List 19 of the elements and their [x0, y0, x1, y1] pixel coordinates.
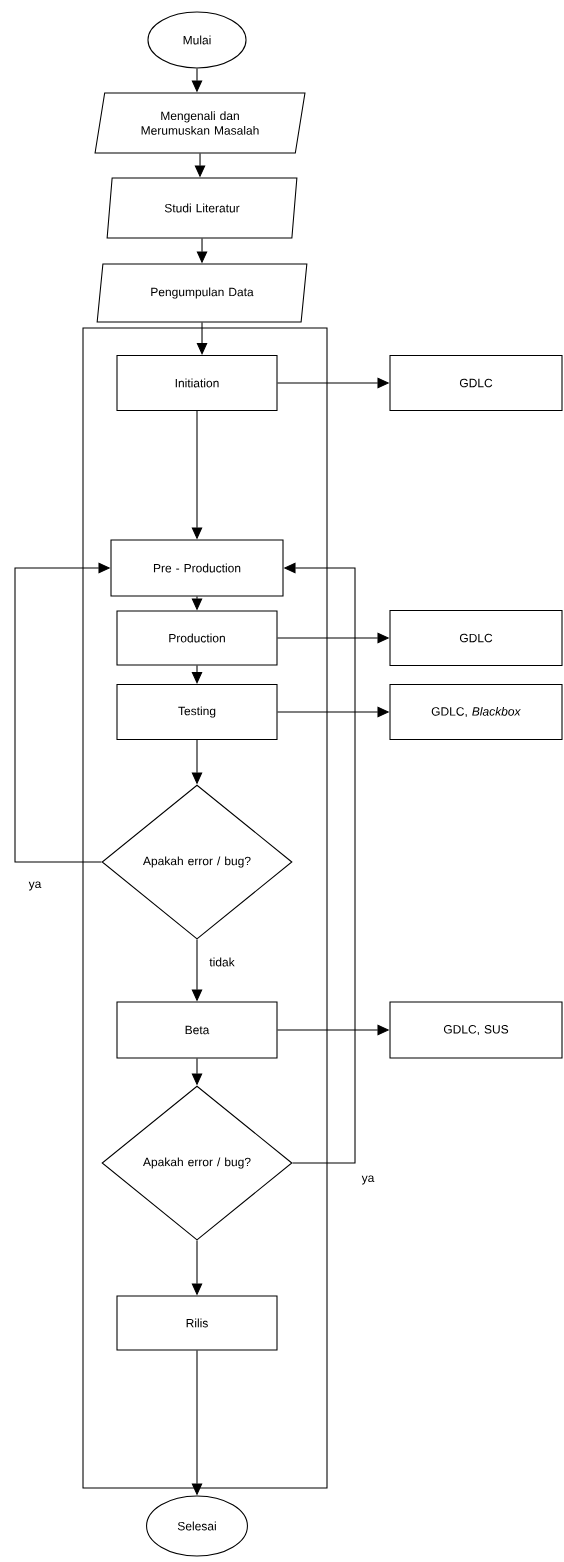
- process-box: Pre - Production: [110, 539, 284, 597]
- process-box: GDLC: [389, 609, 563, 667]
- process-box: GDLC, SUS: [389, 1001, 563, 1059]
- process-box: GDLC: [389, 354, 563, 412]
- input-parallelogram: Mengenali dan Merumuskan Masalah: [94, 92, 306, 154]
- input-parallelogram: Pengumpulan Data: [96, 263, 308, 323]
- input-parallelogram: Studi Literatur: [106, 177, 298, 239]
- edge-label: tidak: [209, 957, 235, 967]
- process-box: Rilis: [116, 1295, 278, 1351]
- arrow: [196, 322, 208, 355]
- process-box: Production: [116, 610, 278, 666]
- process-box: Testing: [116, 683, 278, 741]
- edge-label: ya: [28, 881, 42, 891]
- edge-label: ya: [361, 1175, 375, 1185]
- process-box: Beta: [116, 1001, 278, 1059]
- group-frame: [82, 327, 328, 1489]
- arrow: [191, 665, 203, 684]
- process-box: GDLC, Blackbox: [389, 683, 563, 741]
- process-box: Initiation: [116, 354, 278, 412]
